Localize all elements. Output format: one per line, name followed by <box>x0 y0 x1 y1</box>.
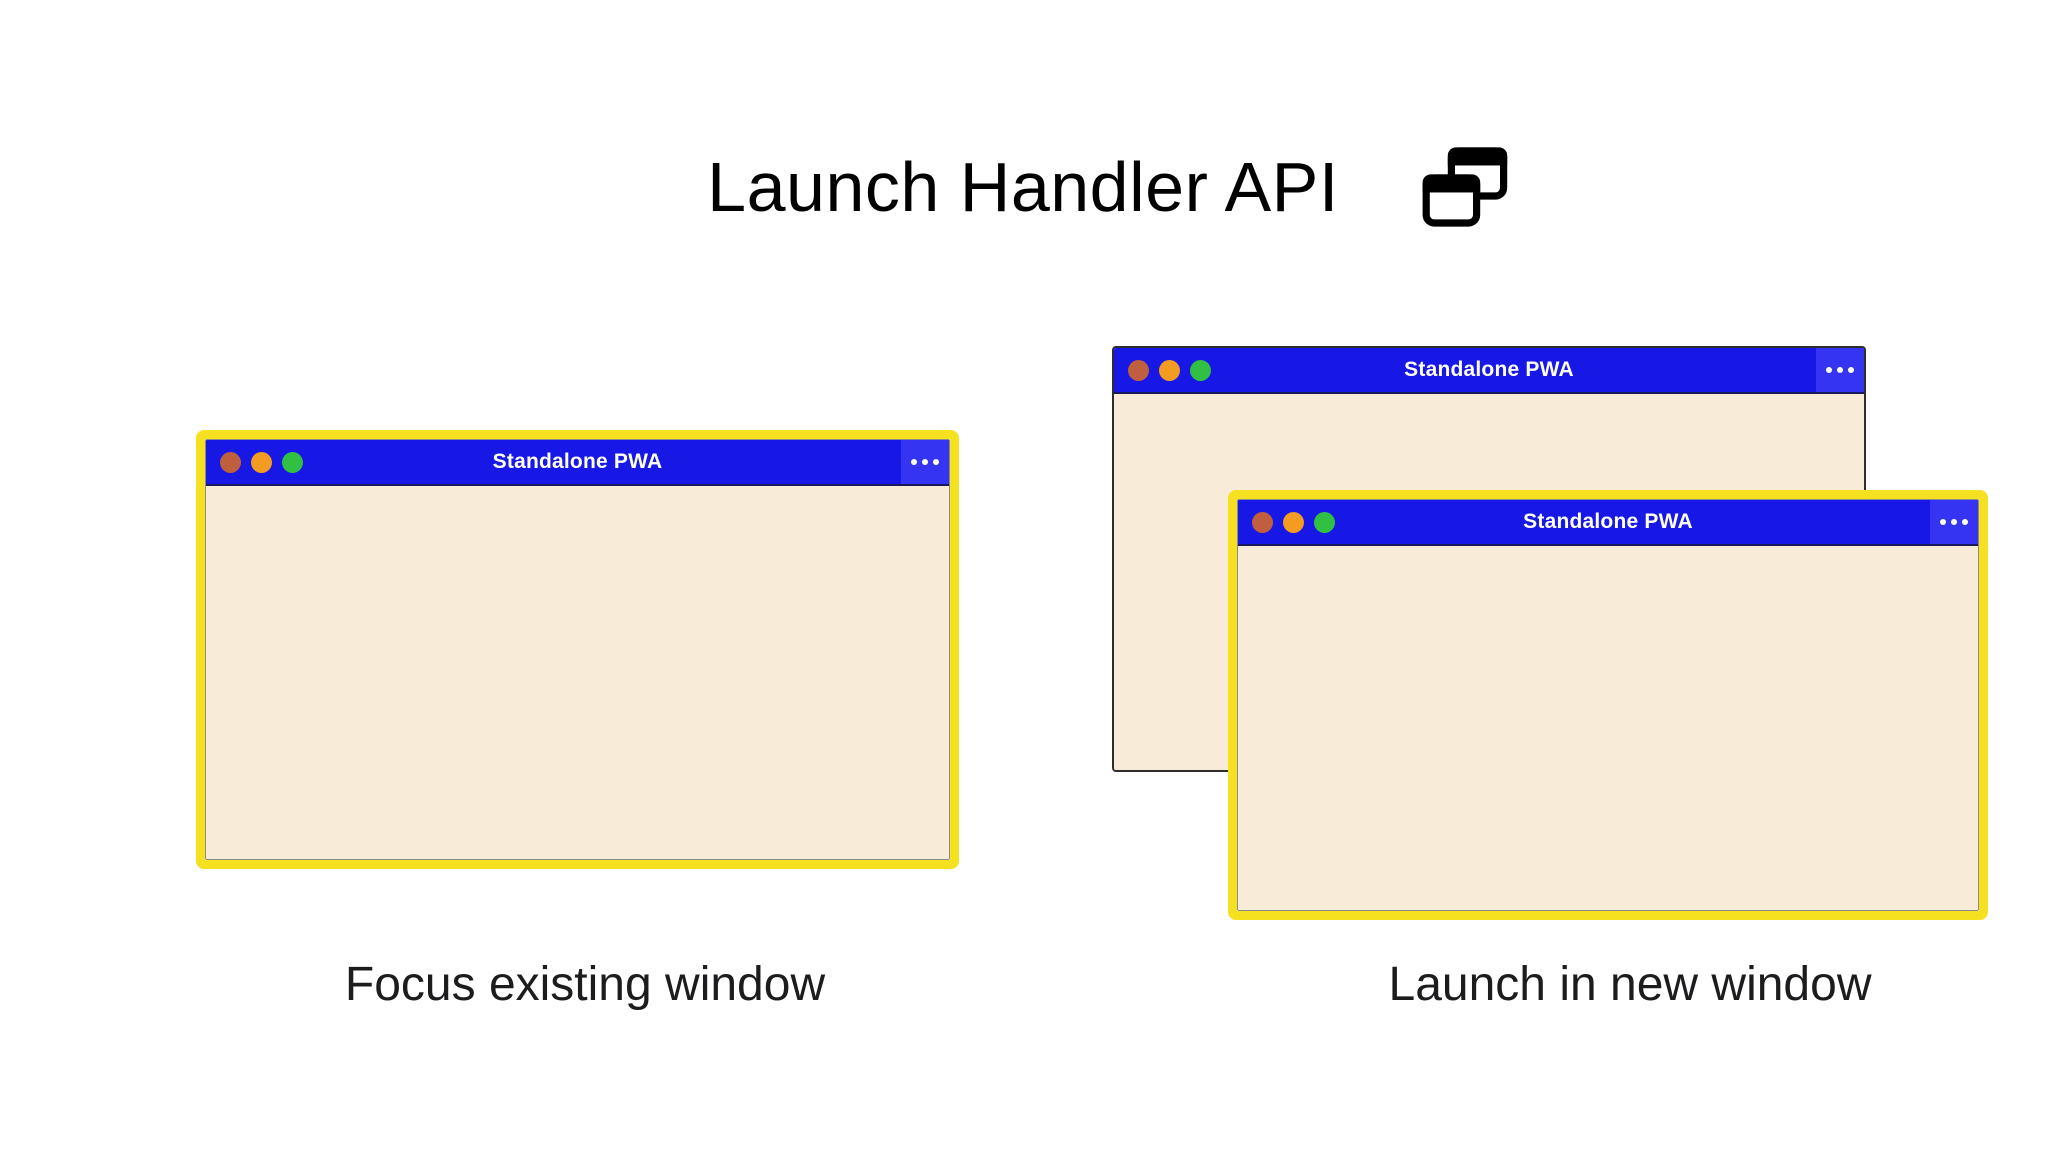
window-title: Standalone PWA <box>1404 358 1574 381</box>
overlapping-windows-icon <box>1419 140 1509 234</box>
ellipsis-icon <box>1826 367 1832 373</box>
traffic-light-minimize-button[interactable] <box>1159 359 1180 381</box>
traffic-lights <box>1128 359 1211 381</box>
right-panel-caption: Launch in new window <box>1388 958 1872 1011</box>
ellipsis-icon <box>1962 519 1968 525</box>
window-content-area <box>206 486 949 859</box>
traffic-light-close-button[interactable] <box>1128 359 1149 381</box>
traffic-lights <box>1252 511 1335 533</box>
page-title: Launch Handler API <box>707 148 1339 226</box>
window-titlebar[interactable]: Standalone PWA <box>1114 348 1864 394</box>
overflow-menu-button[interactable] <box>901 440 949 484</box>
window-title: Standalone PWA <box>1523 510 1693 533</box>
existing-pwa-window: Standalone PWA <box>196 430 959 869</box>
page-header: Launch Handler API <box>84 140 2048 234</box>
left-panel-caption: Focus existing window <box>344 958 826 1011</box>
ellipsis-icon <box>922 459 928 465</box>
traffic-lights <box>220 451 303 473</box>
traffic-light-close-button[interactable] <box>220 451 241 473</box>
overflow-menu-button[interactable] <box>1816 348 1864 392</box>
window-title: Standalone PWA <box>492 450 663 473</box>
traffic-light-close-button[interactable] <box>1252 511 1273 533</box>
traffic-light-minimize-button[interactable] <box>251 451 272 473</box>
ellipsis-icon <box>933 459 939 465</box>
ellipsis-icon <box>1951 519 1957 525</box>
traffic-light-zoom-button[interactable] <box>282 451 303 473</box>
window-titlebar[interactable]: Standalone PWA <box>1238 500 1978 546</box>
window-titlebar[interactable]: Standalone PWA <box>206 440 949 486</box>
window-chrome: Standalone PWA <box>205 439 950 860</box>
ellipsis-icon <box>1848 367 1854 373</box>
window-content-area <box>1238 546 1978 910</box>
overflow-menu-button[interactable] <box>1930 500 1978 544</box>
window-chrome: Standalone PWA <box>1237 499 1979 911</box>
traffic-light-zoom-button[interactable] <box>1314 511 1335 533</box>
traffic-light-zoom-button[interactable] <box>1190 359 1211 381</box>
ellipsis-icon <box>1940 519 1946 525</box>
traffic-light-minimize-button[interactable] <box>1283 511 1304 533</box>
ellipsis-icon <box>911 459 917 465</box>
ellipsis-icon <box>1837 367 1843 373</box>
new-pwa-window: Standalone PWA <box>1228 490 1988 920</box>
